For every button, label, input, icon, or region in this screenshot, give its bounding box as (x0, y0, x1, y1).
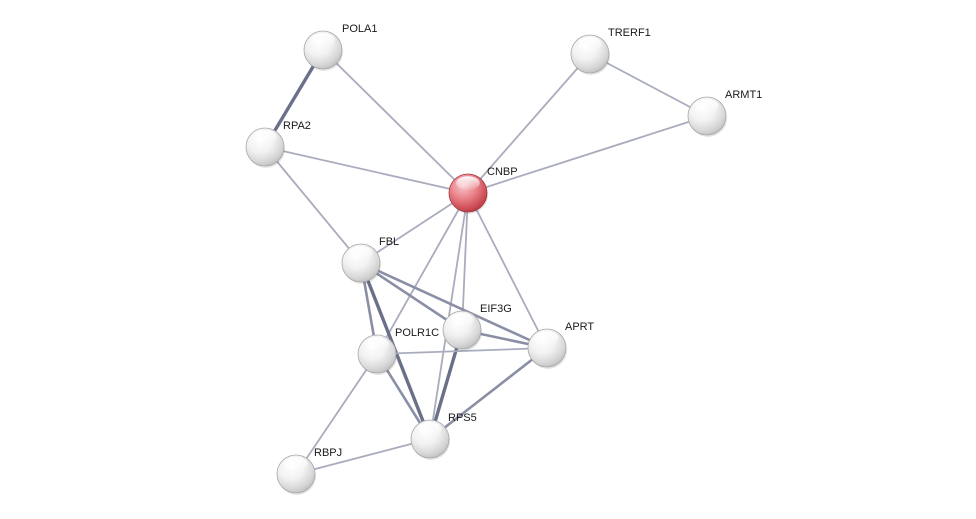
node-highlight (284, 457, 308, 471)
edge-rbpj-rps5[interactable] (295, 438, 431, 475)
edge-cnbp-fbl[interactable] (360, 192, 469, 264)
node-highlight (578, 37, 602, 51)
node-aprt[interactable]: APRT (527, 321, 594, 369)
edge-polr1c-rbpj[interactable] (295, 353, 378, 475)
edge-aprt-rps5[interactable] (428, 346, 549, 441)
node-label-eif3g: EIF3G (480, 303, 512, 315)
edge-polr1c-aprt[interactable] (376, 347, 548, 355)
node-highlight (253, 130, 277, 144)
node-label-rpa2: RPA2 (283, 120, 311, 132)
node-cnbp[interactable]: CNBP (448, 166, 518, 214)
node-fbl[interactable]: FBL (341, 236, 399, 284)
edges-layer (263, 48, 708, 475)
node-rps5[interactable]: RPS5 (410, 412, 477, 460)
node-highlight (349, 246, 373, 260)
node-label-trerf1: TRERF1 (608, 27, 651, 39)
edge-cnbp-polr1c[interactable] (376, 192, 469, 355)
edge-trerf1-cnbp[interactable] (467, 53, 591, 194)
node-label-fbl: FBL (379, 236, 399, 248)
edge-fbl-aprt[interactable] (359, 261, 549, 350)
node-highlight (535, 331, 559, 345)
edge-rpa2-cnbp[interactable] (264, 146, 469, 194)
node-pola1[interactable]: POLA1 (303, 23, 377, 71)
node-rpa2[interactable]: RPA2 (245, 120, 311, 168)
node-eif3g[interactable]: EIF3G (442, 303, 512, 351)
node-highlight (365, 337, 389, 351)
node-trerf1[interactable]: TRERF1 (570, 27, 651, 75)
edge-cnbp-eif3g[interactable] (461, 192, 469, 331)
node-label-rps5: RPS5 (448, 412, 477, 424)
node-label-rbpj: RBPJ (314, 447, 342, 459)
edge-armt1-cnbp[interactable] (467, 115, 708, 194)
node-polr1c[interactable]: POLR1C (357, 327, 439, 375)
node-highlight (311, 33, 335, 47)
edge-trerf1-armt1[interactable] (589, 53, 708, 117)
node-armt1[interactable]: ARMT1 (687, 89, 762, 137)
node-label-polr1c: POLR1C (395, 327, 439, 339)
node-rbpj[interactable]: RBPJ (276, 447, 342, 495)
node-label-aprt: APRT (565, 321, 594, 333)
edge-rpa2-fbl[interactable] (264, 146, 362, 264)
node-highlight (450, 313, 474, 327)
node-label-cnbp: CNBP (487, 166, 518, 178)
node-label-pola1: POLA1 (342, 23, 377, 35)
node-label-armt1: ARMT1 (725, 89, 762, 101)
node-highlight (695, 99, 719, 113)
edge-cnbp-aprt[interactable] (467, 192, 548, 349)
edge-pola1-cnbp[interactable] (322, 49, 469, 194)
edge-fbl-eif3g[interactable] (359, 261, 464, 332)
node-highlight (418, 422, 442, 436)
node-highlight (456, 176, 480, 190)
